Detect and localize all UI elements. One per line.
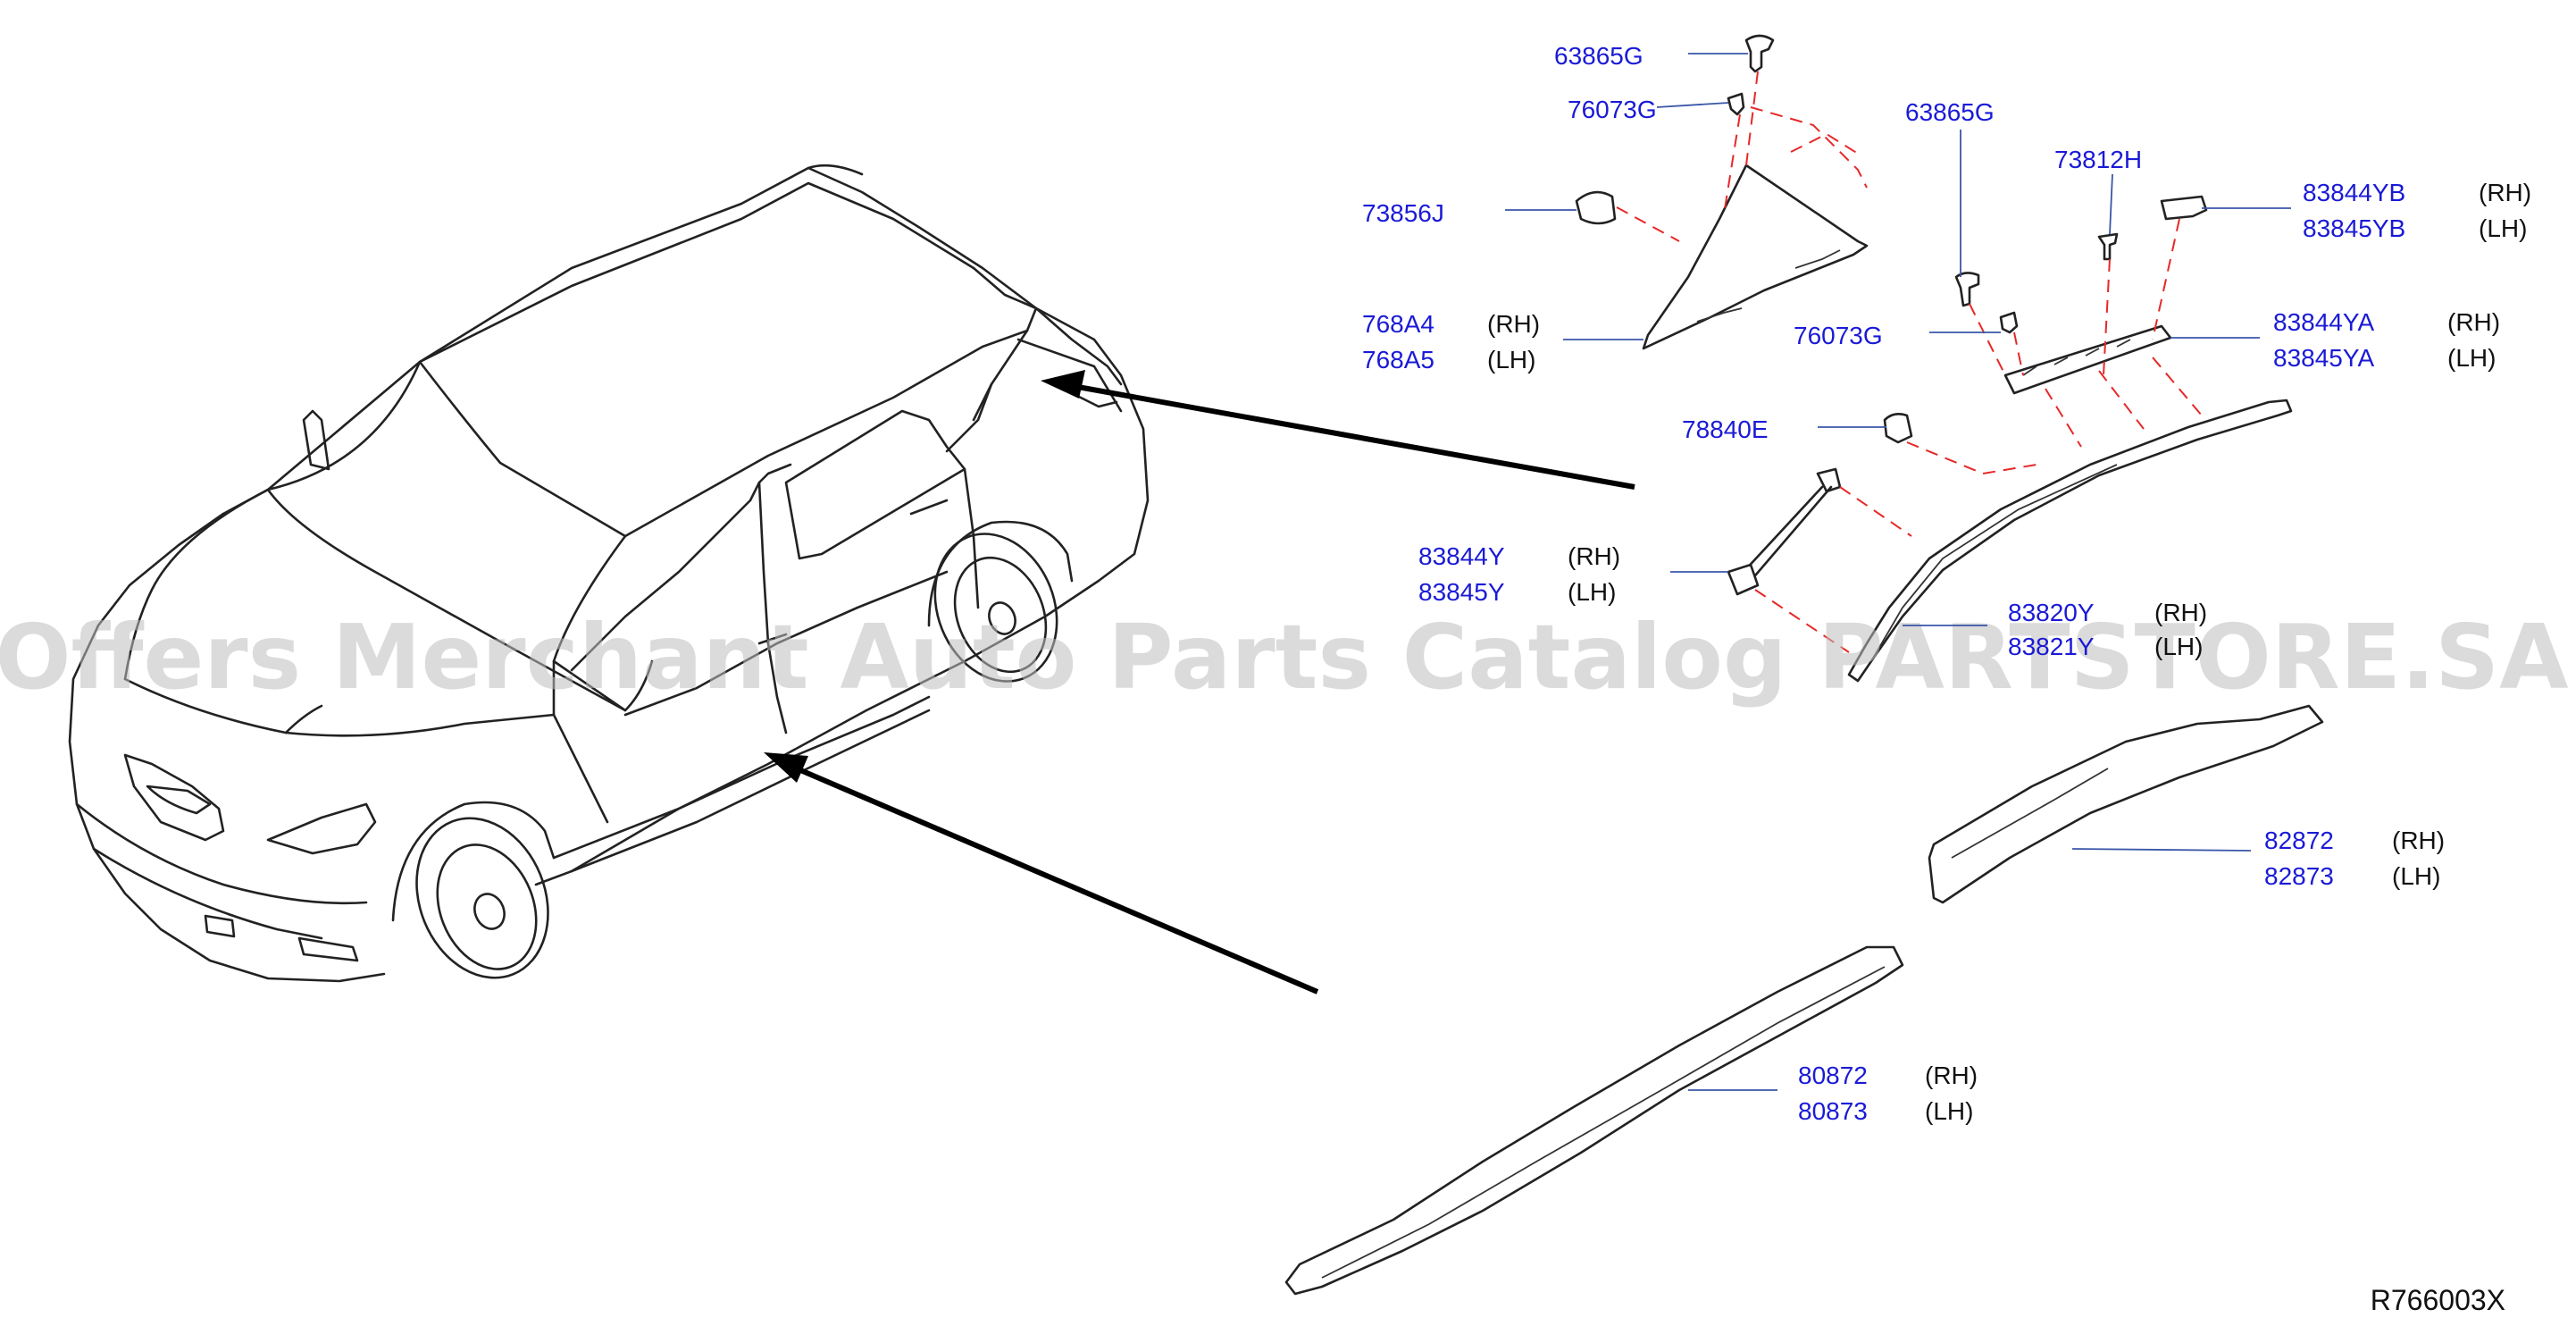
callout-768A5-side: (LH)	[1487, 346, 1535, 373]
callout-83845YA[interactable]: 83845YA	[2273, 344, 2374, 372]
callout-83844Y-side: (RH)	[1568, 542, 1620, 570]
callout-78840E[interactable]: 78840E	[1682, 415, 1769, 443]
pointer-arrows	[764, 370, 1635, 994]
parts-group	[1284, 34, 2324, 1296]
callout-83845YB[interactable]: 83845YB	[2303, 214, 2405, 242]
callout-83844Y[interactable]: 83844Y	[1418, 542, 1505, 570]
callout-80872[interactable]: 80872	[1798, 1062, 1868, 1089]
callout-83820Y[interactable]: 83820Y	[2008, 599, 2095, 626]
watermark: Offers Merchant Auto Parts Catalog PARTS…	[0, 605, 2569, 709]
callout-768A5[interactable]: 768A5	[1362, 346, 1434, 373]
callout-63865G-right[interactable]: 63865G	[1905, 98, 1995, 126]
callout-83845YB-side: (LH)	[2479, 214, 2527, 242]
callout-83844YA-side: (RH)	[2447, 308, 2500, 336]
callout-83845YA-side: (LH)	[2447, 344, 2496, 372]
clip-icon	[1727, 92, 1745, 116]
callout-83844YB[interactable]: 83844YB	[2303, 179, 2405, 206]
callout-83821Y-side: (LH)	[2154, 633, 2203, 660]
callout-73856J[interactable]: 73856J	[1362, 199, 1444, 227]
bracket-icon	[2160, 195, 2208, 221]
assembly-guides	[1616, 71, 2203, 653]
leader-lines	[1505, 53, 2291, 1091]
callout-73812H[interactable]: 73812H	[2054, 146, 2142, 173]
callout-82873-side: (LH)	[2392, 862, 2440, 890]
clip-icon	[1999, 311, 2019, 334]
clip-icon	[1744, 34, 1775, 73]
callout-83844YB-side: (RH)	[2479, 179, 2531, 206]
callout-82872-side: (RH)	[2392, 827, 2445, 854]
grommet-icon	[1575, 190, 1617, 225]
callout-80872-side: (RH)	[1925, 1062, 1978, 1089]
callout-768A4[interactable]: 768A4	[1362, 310, 1434, 338]
vehicle-illustration	[68, 164, 1150, 983]
callout-83844YA[interactable]: 83844YA	[2273, 308, 2374, 336]
callout-80873[interactable]: 80873	[1798, 1097, 1868, 1125]
diagram-code: R766003X	[2371, 1284, 2505, 1316]
callout-83845Y[interactable]: 83845Y	[1418, 578, 1505, 606]
callout-83820Y-side: (RH)	[2154, 599, 2207, 626]
callout-82872[interactable]: 82872	[2264, 827, 2334, 854]
callout-76073G-top[interactable]: 76073G	[1568, 96, 1657, 123]
callout-82873[interactable]: 82873	[2264, 862, 2334, 890]
callout-labels: 63865G 76073G 73856J 768A4 (RH) 768A5 (L…	[1362, 42, 2531, 1125]
clip-icon	[1883, 413, 1913, 444]
clip-icon	[1954, 272, 1980, 307]
callout-768A4-side: (RH)	[1487, 310, 1540, 338]
callout-76073G-right[interactable]: 76073G	[1794, 322, 1883, 349]
callout-63865G-top[interactable]: 63865G	[1554, 42, 1643, 70]
screw-icon	[2097, 232, 2119, 261]
callout-80873-side: (LH)	[1925, 1097, 1973, 1125]
callout-83845Y-side: (LH)	[1568, 578, 1616, 606]
callout-83821Y[interactable]: 83821Y	[2008, 633, 2095, 660]
